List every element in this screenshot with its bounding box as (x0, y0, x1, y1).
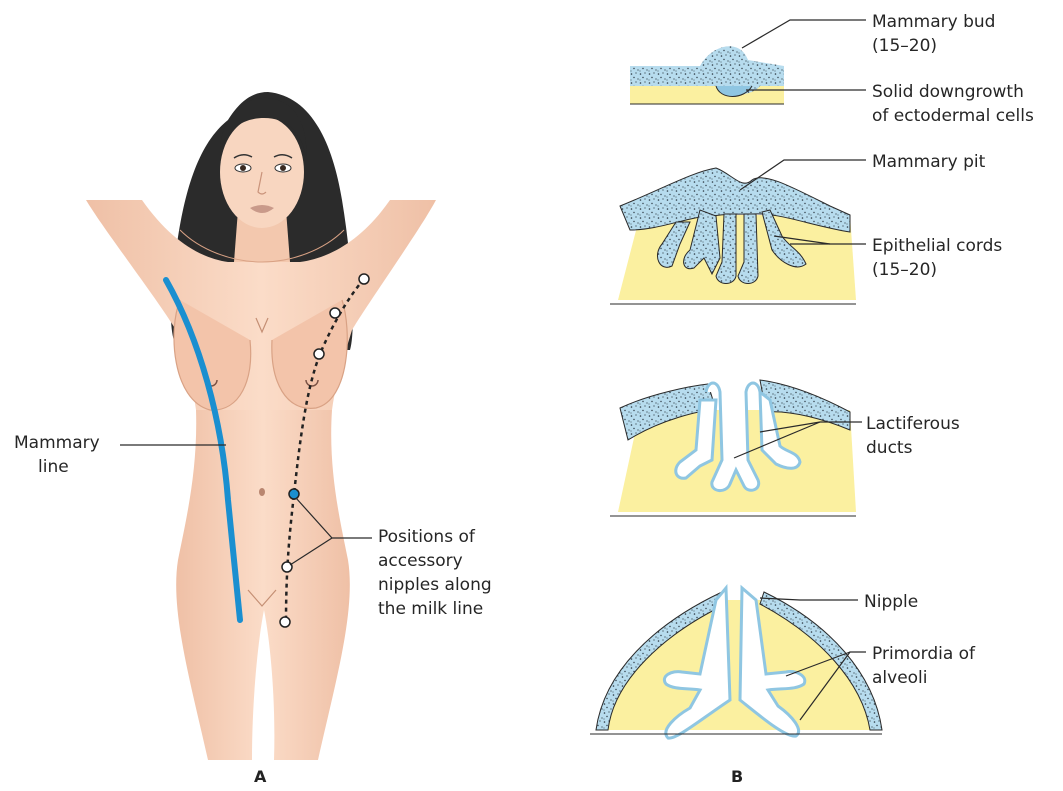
accessory-nipple-marker (280, 617, 290, 627)
accessory-nipple-marker (359, 274, 369, 284)
navel (259, 488, 265, 496)
female-figure-illustration (86, 92, 436, 760)
torso-lower (176, 410, 350, 760)
stage-mammary-pit (610, 168, 856, 304)
accessory-nipple-marker (330, 308, 340, 318)
panel-label-b: B (731, 767, 743, 786)
accessory-nipple-marker (314, 349, 324, 359)
accessory-nipple-marker (282, 562, 292, 572)
accessory-nipple-highlighted (289, 489, 299, 499)
label-mammary-pit: Mammary pit (872, 152, 986, 172)
panel-label-a: A (254, 767, 267, 786)
label-nipple: Nipple (864, 592, 918, 612)
stage-nipple-alveoli (590, 588, 882, 738)
stage-mammary-bud (630, 46, 784, 104)
label-epithelial-cords: Epithelial cords(15–20) (872, 236, 1002, 280)
stage-lactiferous-ducts (610, 380, 856, 516)
label-mammary-bud: Mammary bud(15–20) (872, 12, 995, 56)
leader-mammary-bud (742, 20, 866, 48)
